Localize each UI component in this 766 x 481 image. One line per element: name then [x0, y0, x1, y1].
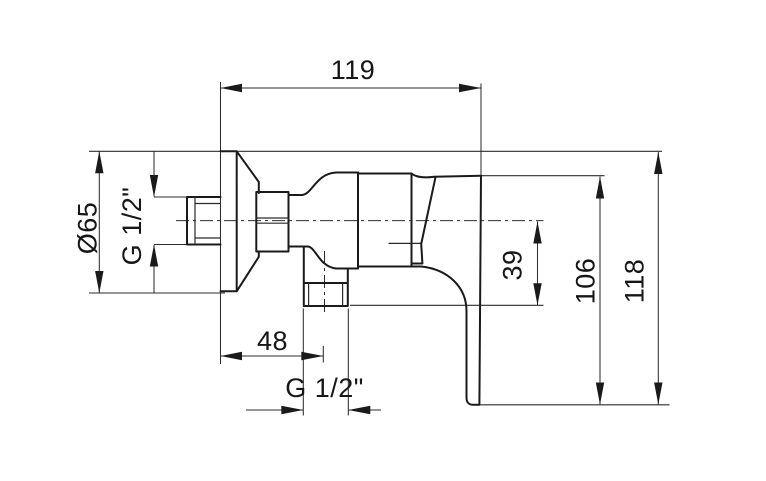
outlet-thread-lines — [308, 282, 344, 307]
outlet-boss — [302, 246, 349, 307]
dim-label-axis-to-outlet: 39 — [498, 249, 528, 280]
mixer-body-outline — [186, 150, 482, 406]
dimension-arrows — [95, 83, 663, 415]
inlet-pipe — [186, 196, 222, 246]
hex-nut-facets — [255, 217, 290, 224]
body-ogee-bottom — [307, 245, 337, 270]
handle-collar — [410, 176, 437, 265]
arrow-ginlet-bottom — [149, 244, 159, 267]
dim-label-overall-width: 119 — [331, 55, 376, 85]
cartridge-cylinder — [357, 172, 423, 268]
arrow-48-left — [220, 351, 242, 361]
arrow-39-bottom — [533, 283, 542, 306]
arrow-119-left — [220, 83, 242, 93]
dim-label-wall-to-outlet: 48 — [257, 326, 288, 356]
dimension-labels: 119 Ø65 G 1/2" 48 G 1/2" 39 106 118 — [73, 55, 650, 403]
body-neck — [287, 194, 309, 248]
arrow-106-top — [595, 176, 605, 199]
arrow-65-bottom — [95, 271, 104, 293]
inlet-pipe-thread — [194, 196, 222, 246]
arrow-ginlet-top — [149, 175, 159, 197]
arrow-48-right — [301, 351, 324, 361]
dim-label-inlet-thread: G 1/2" — [117, 187, 147, 266]
dim-label-handle-height: 106 — [571, 258, 601, 305]
arrow-118-bottom — [654, 382, 663, 405]
arrow-65-top — [95, 151, 104, 174]
arrow-106-bottom — [595, 382, 605, 405]
dim-label-overall-height: 118 — [620, 259, 650, 304]
arrow-118-top — [654, 152, 663, 174]
arrow-goutlet-right — [348, 405, 371, 415]
escutcheon-flange — [219, 150, 260, 293]
body-ogee-top — [301, 171, 359, 196]
arrow-119-right — [459, 83, 481, 93]
hex-nut — [255, 191, 290, 253]
centerlines — [176, 220, 544, 316]
handle-lever — [420, 174, 482, 406]
arrow-goutlet-left — [281, 405, 304, 415]
dim-label-flange-diameter: Ø65 — [73, 202, 103, 255]
arrow-39-top — [533, 221, 542, 244]
dimension-lines — [89, 82, 670, 416]
handle-top-edge — [410, 172, 482, 179]
dim-label-outlet-thread: G 1/2" — [285, 373, 364, 403]
